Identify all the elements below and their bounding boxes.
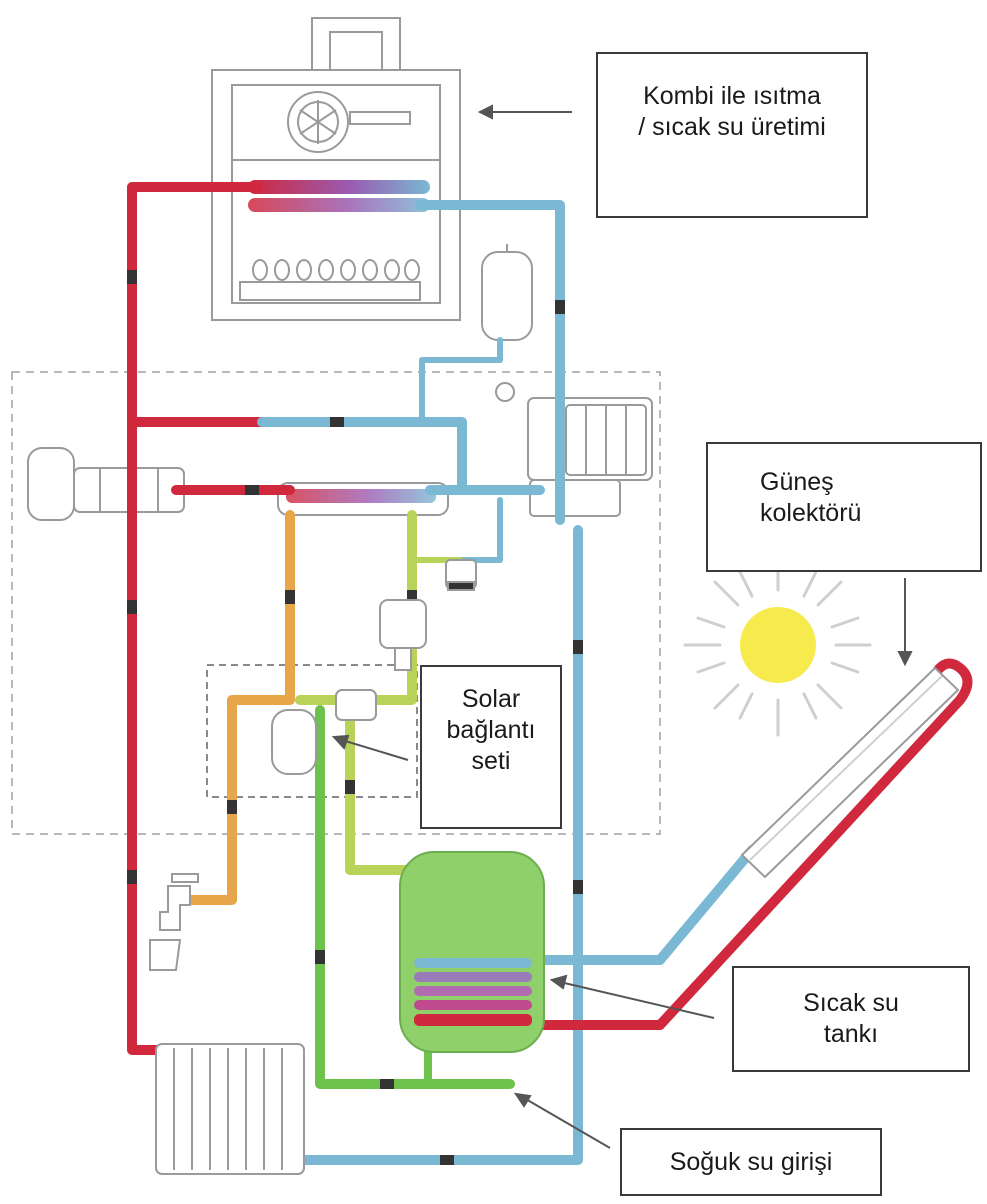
solar-set-enclosure bbox=[206, 664, 418, 798]
pump-assembly bbox=[495, 382, 653, 517]
boiler-label-line1: Kombi ile ısıtma bbox=[643, 82, 821, 110]
flow-arrows bbox=[127, 270, 583, 1165]
solar-set-label: Solar bağlantı seti bbox=[420, 665, 562, 829]
collector-label-line2: kolektörü bbox=[760, 499, 862, 527]
leader-lines bbox=[331, 104, 913, 1149]
solar-set-label-line2: bağlantı bbox=[446, 715, 536, 744]
pipe-cold-feed bbox=[315, 705, 515, 1089]
cold-inlet-label: Soğuk su girişi bbox=[620, 1128, 882, 1196]
hot-water-tank bbox=[399, 851, 545, 1053]
collector-label-line1: Güneş bbox=[760, 468, 834, 496]
pipe-preheat-tank bbox=[345, 715, 417, 875]
solar-valve-group bbox=[271, 559, 477, 775]
sun-icon bbox=[683, 553, 872, 737]
heat-exchanger-coil bbox=[248, 180, 430, 212]
pipe-boiler-return bbox=[415, 200, 565, 525]
plate-exchanger bbox=[277, 482, 449, 516]
solar-collector-panel bbox=[740, 666, 960, 879]
pipe-solar-hot bbox=[413, 658, 973, 1030]
pipe-cold-main bbox=[300, 525, 583, 1165]
boiler-unit bbox=[211, 17, 461, 321]
boiler-label: Kombi ile ısıtma / sıcak su üretimi bbox=[596, 52, 868, 218]
expansion-vessel bbox=[481, 244, 533, 341]
pipe-return-branch bbox=[257, 417, 467, 495]
tank-label: Sıcak su tankı bbox=[732, 966, 970, 1072]
boiler-label-line2: / sıcak su üretimi bbox=[638, 113, 826, 141]
pipe-heating-supply bbox=[127, 182, 263, 1055]
burner-flames bbox=[252, 259, 420, 281]
diverter-valve bbox=[27, 447, 185, 521]
solar-set-label-line1: Solar bbox=[461, 684, 521, 713]
pipe-expansion bbox=[419, 337, 503, 425]
unit-enclosure bbox=[11, 371, 661, 835]
tank-label-line2: tankı bbox=[823, 1020, 879, 1048]
tank-label-line1: Sıcak su bbox=[803, 989, 899, 1017]
collector-label: Güneş kolektörü bbox=[706, 442, 982, 572]
pipe-bypass bbox=[437, 497, 503, 563]
radiator bbox=[155, 1043, 305, 1175]
faucet bbox=[149, 873, 199, 971]
solar-set-label-line3: seti bbox=[471, 746, 511, 775]
cold-inlet-label-line1: Soğuk su girişi bbox=[669, 1147, 833, 1176]
pipe-mixed-hot bbox=[185, 510, 295, 905]
